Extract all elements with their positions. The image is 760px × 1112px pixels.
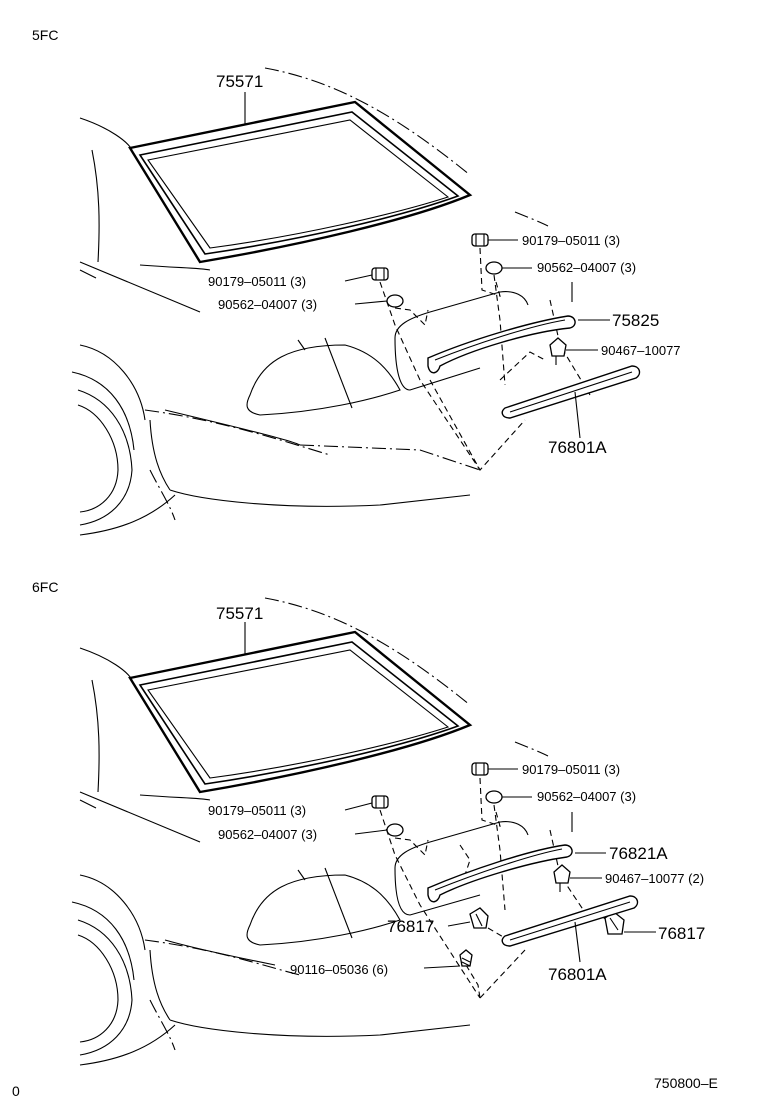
label-clip-right: 90179–05011 (3): [522, 762, 620, 777]
mounting-lines: [379, 247, 591, 471]
bolt: [553, 864, 571, 892]
rear-windshield: [128, 630, 473, 794]
bracket-left: [469, 907, 489, 929]
screw: [459, 949, 473, 967]
label-nut-right: 90562–04007 (3): [537, 260, 636, 275]
label-bolt: 90467–10077: [601, 343, 681, 358]
label-spoiler: 75825: [612, 311, 659, 330]
section-5fc: 5FC: [32, 27, 681, 536]
label-windshield: 75571: [216, 72, 263, 91]
label-bracket-left: 76817: [387, 917, 434, 936]
bolt: [549, 337, 567, 365]
nut-right: [485, 790, 503, 804]
nut-left: [386, 823, 404, 837]
clip-right: [471, 762, 489, 776]
label-clip-right: 90179–05011 (3): [522, 233, 620, 248]
stop-lamp: [501, 365, 641, 419]
label-clip-left: 90179–05011 (3): [208, 274, 306, 289]
label-nut-left: 90562–04007 (3): [218, 827, 317, 842]
nut-right: [485, 261, 503, 275]
label-nut-right: 90562–04007 (3): [537, 789, 636, 804]
label-clip-left: 90179–05011 (3): [208, 803, 306, 818]
clip-left: [371, 267, 389, 281]
spoiler: [427, 844, 573, 903]
label-bracket-right: 76817: [658, 924, 705, 943]
clip-left: [371, 795, 389, 809]
clip-right: [471, 233, 489, 247]
car-body-outline: [71, 597, 549, 1066]
label-lamp: 76801A: [548, 438, 607, 457]
label-spoiler: 76821A: [609, 844, 668, 863]
label-windshield: 75571: [216, 604, 263, 623]
stop-lamp: [501, 895, 639, 947]
rear-windshield: [128, 100, 473, 264]
mounting-lines: [379, 777, 613, 999]
page-number: 0: [12, 1083, 20, 1099]
label-bolt: 90467–10077 (2): [605, 871, 704, 886]
variant-label: 6FC: [32, 579, 58, 595]
figure-code: 750800–E: [654, 1075, 718, 1091]
label-lamp: 76801A: [548, 965, 607, 984]
car-body-outline: [71, 67, 549, 536]
variant-label: 5FC: [32, 27, 58, 43]
label-screw: 90116–05036 (6): [290, 962, 388, 977]
label-nut-left: 90562–04007 (3): [218, 297, 317, 312]
spoiler: [427, 315, 576, 374]
bracket-right: [604, 911, 625, 935]
section-6fc: 6FC: [32, 579, 705, 1066]
nut-left: [386, 294, 404, 308]
